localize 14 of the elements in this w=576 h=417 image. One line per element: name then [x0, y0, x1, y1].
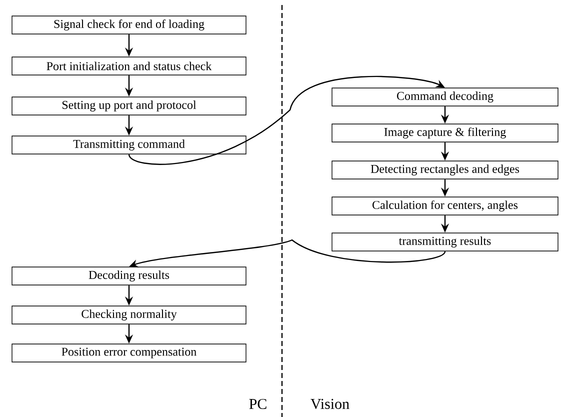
- process-box: Image capture & filtering: [332, 124, 558, 142]
- process-box: Decoding results: [12, 266, 246, 286]
- side-label: PC: [249, 398, 266, 410]
- process-box: Checking normality: [12, 306, 246, 324]
- process-box: Command decoding: [332, 88, 558, 106]
- process-box: Transmitting command: [12, 136, 246, 154]
- process-box: Signal check for end of loading: [12, 16, 246, 34]
- process-box: Port initialization and status check: [12, 56, 246, 76]
- process-box: Position error compensation: [12, 344, 246, 362]
- side-label: Vision: [310, 398, 350, 410]
- process-box: Detecting rectangles and edges: [332, 160, 558, 180]
- process-box: Calculation for centers, angles: [332, 196, 558, 216]
- process-box: transmitting results: [332, 232, 558, 252]
- process-box: Setting up port and protocol: [12, 96, 246, 116]
